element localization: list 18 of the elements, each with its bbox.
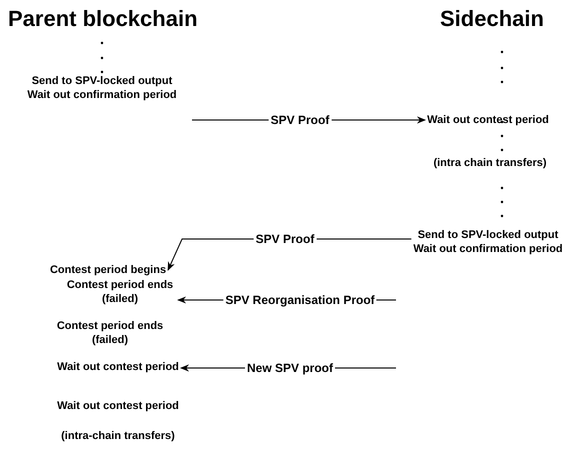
step-text: (intra chain transfers) bbox=[433, 156, 547, 170]
step-text: Wait out confirmation period bbox=[413, 242, 563, 256]
step-text: Wait out contest period bbox=[57, 360, 179, 374]
step-text: Wait out contest period bbox=[427, 113, 549, 127]
column-heading: Sidechain bbox=[440, 6, 544, 31]
edge-label: New SPV proof bbox=[245, 361, 335, 375]
step-text: Wait out confirmation period bbox=[27, 88, 177, 102]
step-text: Send to SPV-locked output bbox=[418, 228, 558, 242]
edge-label: SPV Proof bbox=[254, 232, 316, 246]
step-text: Contest period ends (failed) bbox=[56, 319, 164, 347]
edge-label: SPV Proof bbox=[268, 113, 332, 127]
step-text: (intra-chain transfers) bbox=[61, 429, 175, 443]
edge-label: SPV Reorganisation Proof bbox=[223, 293, 377, 307]
step-text: Wait out contest period bbox=[57, 399, 179, 413]
step-text: Contest period ends (failed) bbox=[66, 278, 174, 306]
step-text: Send to SPV-locked output bbox=[32, 74, 172, 88]
step-text: Contest period begins bbox=[50, 263, 166, 277]
column-heading: Parent blockchain bbox=[8, 6, 198, 31]
